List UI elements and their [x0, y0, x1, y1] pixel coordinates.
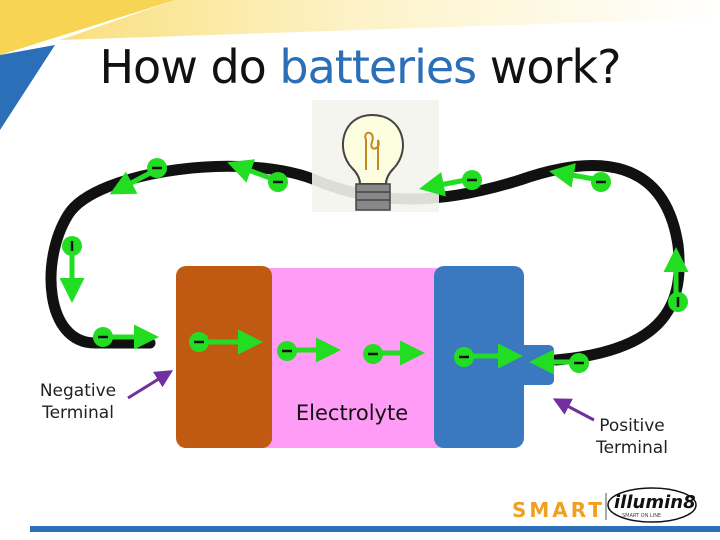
negative-terminal	[176, 266, 272, 448]
title-pre: How do	[99, 40, 280, 94]
electron	[147, 158, 167, 178]
negative-label-line2: Terminal	[42, 403, 114, 423]
electron	[363, 344, 383, 364]
electron	[277, 341, 297, 361]
negative-label-arrow	[127, 370, 174, 400]
title-post: work?	[476, 40, 622, 94]
light-bulb-icon	[312, 100, 439, 212]
electron	[454, 347, 474, 367]
electron	[189, 332, 209, 352]
electrolyte-label: Electrolyte	[295, 401, 409, 425]
electron	[93, 327, 113, 347]
positive-terminal-label: Positive Terminal	[584, 415, 680, 459]
electron	[668, 292, 688, 312]
electron-flow-arrows	[59, 159, 689, 375]
electron	[591, 172, 611, 192]
smart-logo-text: SMART	[512, 498, 605, 522]
bottom-band	[30, 526, 720, 532]
electron	[268, 172, 288, 192]
electron	[62, 236, 82, 256]
positive-terminal-nub	[516, 345, 554, 385]
positive-label-line1: Positive	[599, 416, 665, 436]
negative-label-line1: Negative	[39, 381, 117, 401]
electrons	[62, 158, 688, 373]
electron	[462, 170, 482, 190]
illumin8-logo	[605, 487, 697, 523]
title-highlight: batteries	[279, 40, 477, 94]
negative-terminal-label: Negative Terminal	[30, 380, 126, 424]
slide-title: How do batteries work?	[0, 40, 720, 94]
corner-decoration	[0, 0, 720, 130]
positive-label-line2: Terminal	[596, 438, 668, 458]
positive-label-arrow	[552, 398, 595, 422]
electron	[569, 353, 589, 373]
illumin8-logo-text: illumin8	[614, 492, 696, 513]
logo-tagline: SMART ON LINE	[622, 513, 662, 519]
